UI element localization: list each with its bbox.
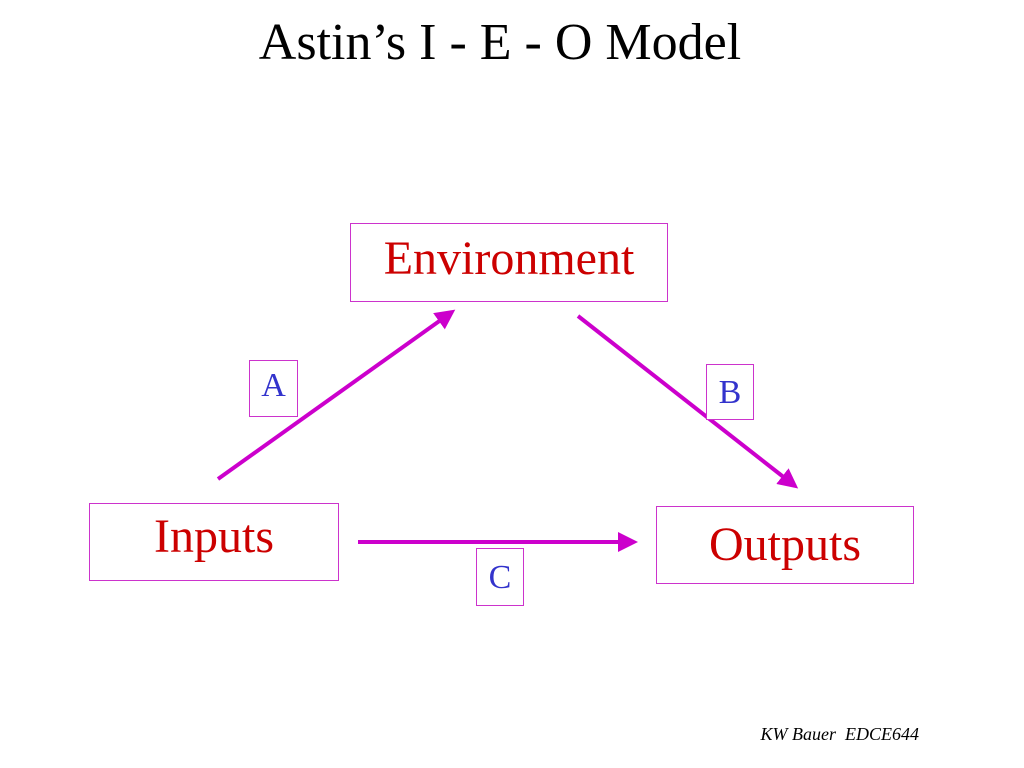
- node-inputs: Inputs: [89, 503, 339, 581]
- slide-footer: KW Bauer EDCE644: [760, 724, 919, 744]
- slide-title: Astin’s I - E - O Model: [258, 14, 742, 71]
- edge-label-a: A: [249, 360, 298, 417]
- edge-label-b: B: [706, 364, 754, 420]
- node-environment: Environment: [350, 223, 668, 302]
- arrow-environment-to-outputs: [576, 314, 799, 489]
- node-outputs: Outputs: [656, 506, 914, 584]
- arrow-inputs-to-environment: [216, 309, 456, 481]
- edge-label-c: C: [476, 548, 524, 606]
